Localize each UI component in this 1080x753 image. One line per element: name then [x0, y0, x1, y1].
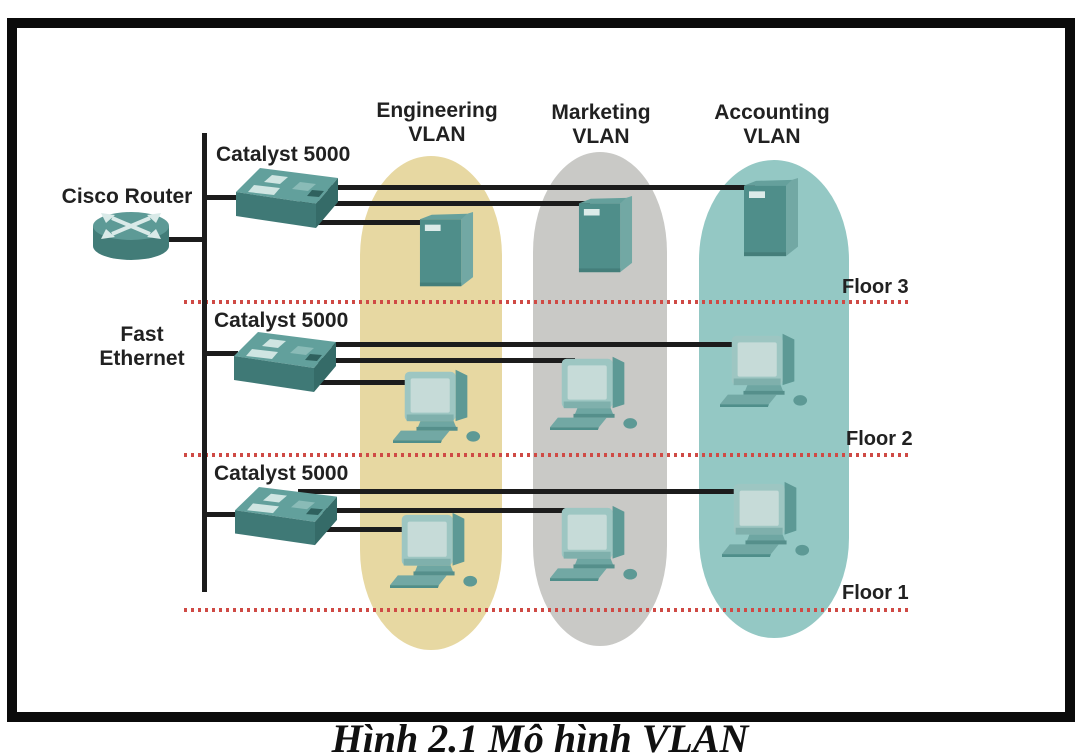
catalyst-switch-icon [234, 166, 354, 232]
desktop-pc-icon [550, 353, 640, 431]
server-icon [418, 212, 475, 288]
switch-device-link-line [298, 380, 408, 385]
vlan-label-engineering: Engineering VLAN [376, 99, 498, 147]
server-icon [742, 178, 800, 258]
catalyst-switch-icon [233, 485, 353, 549]
switch-device-link-line [298, 489, 740, 494]
switch-device-link-line [300, 185, 755, 190]
vlan-label-marketing: Marketing VLAN [551, 101, 651, 149]
switch-label: Catalyst 5000 [216, 143, 351, 166]
vlan-label-accounting: Accounting VLAN [714, 101, 830, 149]
router-link-line [160, 237, 204, 242]
floor-label: Floor 3 [842, 276, 909, 298]
switch-device-link-line [298, 358, 575, 363]
desktop-pc-icon [722, 478, 812, 558]
switch-device-link-line [300, 220, 432, 225]
figure-caption: Hình 2.1 Mô hình VLAN [331, 716, 749, 753]
server-icon [577, 196, 634, 274]
backbone-label: Fast Ethernet [99, 323, 185, 371]
floor-divider-line [184, 608, 912, 612]
router-label: Cisco Router [61, 185, 193, 208]
floor-label: Floor 2 [846, 428, 913, 450]
backbone-switch-link-line [204, 512, 236, 517]
switch-label: Catalyst 5000 [214, 309, 349, 332]
switch-label: Catalyst 5000 [214, 462, 349, 485]
desktop-pc-icon [720, 330, 810, 408]
catalyst-switch-icon [232, 330, 352, 396]
floor-divider-line [184, 300, 912, 304]
cisco-router-icon [88, 206, 174, 268]
switch-device-link-line [298, 527, 405, 532]
switch-device-link-line [300, 201, 590, 206]
backbone-line [202, 133, 207, 592]
floor-label: Floor 1 [842, 582, 909, 604]
floor-divider-line [184, 453, 912, 457]
backbone-switch-link-line [204, 195, 238, 200]
desktop-pc-icon [390, 509, 480, 589]
desktop-pc-icon [550, 502, 640, 582]
desktop-pc-icon [393, 366, 483, 444]
switch-device-link-line [298, 342, 740, 347]
switch-device-link-line [298, 508, 575, 513]
backbone-switch-link-line [204, 351, 238, 356]
